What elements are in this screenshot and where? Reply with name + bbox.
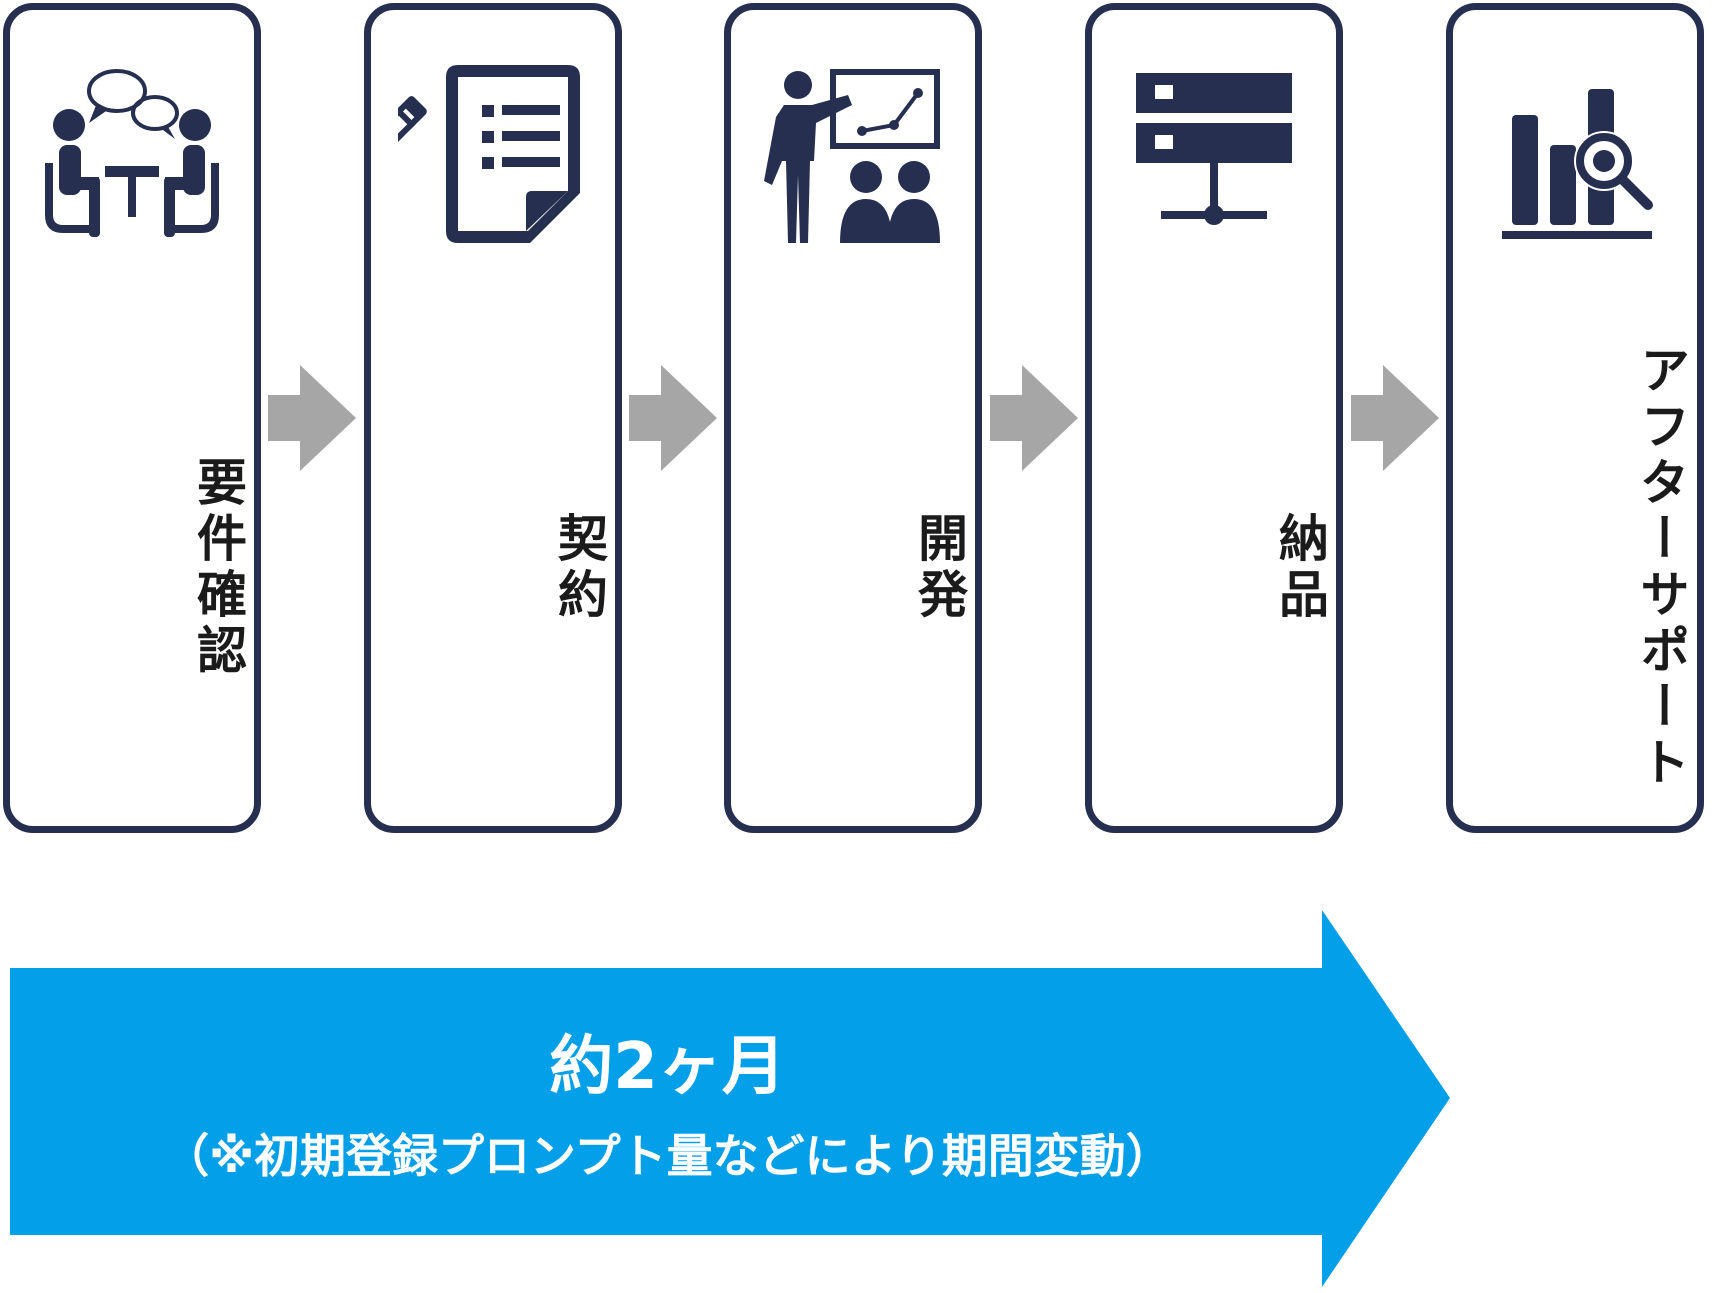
step-label: 納品: [1271, 512, 1329, 624]
step-label: 開発: [910, 512, 968, 624]
duration-note: （※初期登録プロンプト量などにより期間変動）: [163, 1129, 1172, 1183]
step-after-support: アフターサポート: [1446, 3, 1704, 833]
step-arrow: [990, 365, 1078, 471]
meeting-icon: [45, 69, 219, 237]
duration-label: 約2ヶ月: [549, 1030, 786, 1104]
step-requirements: 要件確認: [3, 3, 261, 833]
step-label: アフターサポート: [1632, 344, 1690, 792]
server-network-icon: [1136, 73, 1292, 225]
contract-document-icon: [398, 65, 580, 243]
step-label: 契約: [550, 512, 608, 624]
step-development: 開発: [724, 3, 982, 833]
presentation-icon: [764, 69, 940, 243]
step-arrow: [629, 365, 717, 471]
analytics-search-icon: [1502, 89, 1653, 239]
step-delivery: 納品: [1085, 3, 1343, 833]
step-label: 要件確認: [189, 456, 247, 680]
step-arrow: [1351, 365, 1439, 471]
step-contract: 契約: [364, 3, 622, 833]
step-arrow: [268, 365, 356, 471]
